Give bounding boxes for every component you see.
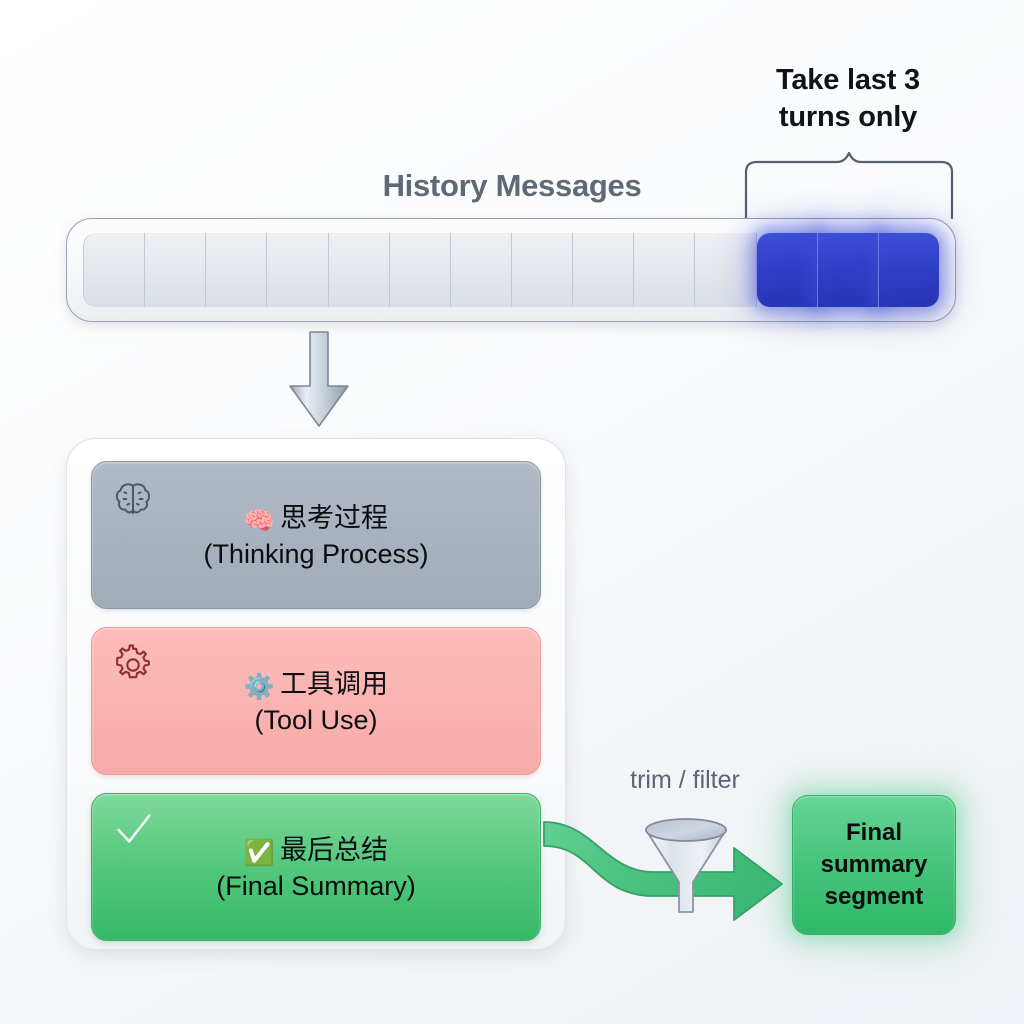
caption-line-1: Take last 3	[776, 64, 920, 96]
brain-icon	[115, 483, 151, 515]
history-segments	[83, 233, 939, 307]
history-segment-highlighted	[817, 233, 879, 307]
final-line-2: summary	[820, 851, 928, 879]
card-tool-label: ⚙️工具调用 (Tool Use)	[244, 665, 388, 738]
history-segment	[695, 233, 757, 307]
card-thinking-label: 🧠思考过程 (Thinking Process)	[203, 499, 428, 572]
brain-emoji: 🧠	[243, 506, 276, 535]
trim-filter-label: trim / filter	[630, 766, 740, 794]
final-line-3: segment	[824, 882, 924, 910]
card-thinking-process[interactable]: 🧠思考过程 (Thinking Process)	[91, 461, 541, 609]
final-summary-segment-label: Final summary segment	[821, 817, 928, 913]
card-tool-en: (Tool Use)	[254, 704, 378, 735]
final-summary-segment-box[interactable]: Final summary segment	[792, 795, 956, 935]
history-messages-bar	[66, 218, 956, 322]
history-segment	[145, 233, 207, 307]
card-tool-use[interactable]: ⚙️工具调用 (Tool Use)	[91, 627, 541, 775]
caption-line-2: turns only	[778, 100, 918, 133]
history-segment	[511, 233, 574, 307]
check-icon	[117, 814, 151, 843]
history-segment	[267, 233, 329, 307]
history-segment	[573, 233, 635, 307]
final-line-1: Final	[845, 819, 902, 847]
down-arrow-icon	[289, 331, 349, 427]
card-final-summary[interactable]: ✅最后总结 (Final Summary)	[91, 793, 541, 941]
history-segment-highlighted	[878, 233, 939, 307]
check-emoji: ✅	[243, 838, 276, 867]
curly-brace	[744, 151, 954, 220]
history-segment	[389, 233, 451, 307]
history-segment	[83, 233, 146, 307]
card-summary-label: ✅最后总结 (Final Summary)	[216, 831, 416, 904]
card-summary-en: (Final Summary)	[216, 870, 416, 901]
card-summary-cn: ✅最后总结	[243, 834, 389, 867]
take-last-turns-caption: Take last 3 turns only	[740, 62, 956, 135]
funnel-icon	[645, 818, 727, 913]
history-segment	[634, 233, 696, 307]
history-messages-title: History Messages	[382, 168, 642, 203]
history-segment	[328, 233, 390, 307]
gear-icon	[116, 644, 150, 679]
history-segment-highlighted	[756, 233, 818, 307]
card-thinking-en: (Thinking Process)	[203, 538, 429, 569]
history-segment	[206, 233, 268, 307]
gear-emoji: ⚙️	[243, 672, 276, 701]
card-thinking-cn: 🧠思考过程	[243, 502, 389, 535]
message-type-stack: 🧠思考过程 (Thinking Process) ⚙️工具调用 (Tool Us…	[66, 438, 566, 950]
history-segment	[450, 233, 512, 307]
card-tool-cn: ⚙️工具调用	[243, 668, 389, 701]
trim-filter-flow-arrow	[543, 821, 783, 921]
